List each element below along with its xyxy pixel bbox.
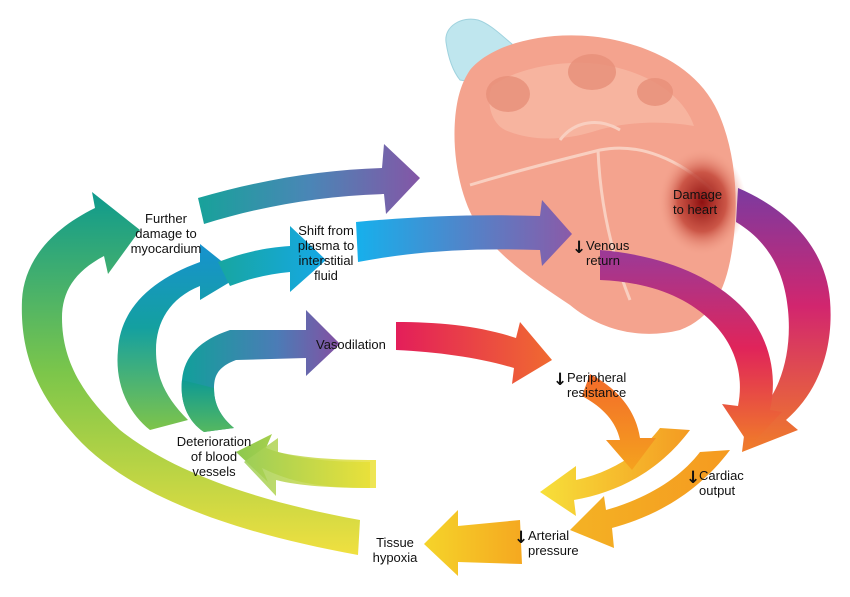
heart-vessel (558, 121, 621, 141)
arterial-arrow (424, 510, 522, 576)
label-further-damage: Further damage to myocardium (130, 211, 202, 256)
shift-arrow-left (218, 226, 326, 292)
decrease-arrow-cardiac: ↓ (686, 468, 701, 488)
label-peripheral-resistance: Peripheral resistance (567, 370, 627, 400)
heart-valve-mid (568, 54, 616, 90)
peripheral-arrow (582, 374, 656, 470)
aorta-vessel (445, 18, 513, 85)
label-tissue-hypoxia: Tissue hypoxia (372, 535, 418, 565)
decrease-arrow-peripheral: ↓ (553, 370, 568, 390)
heart-septum-2 (596, 149, 632, 301)
label-cardiac-output: Cardiac output (699, 468, 744, 498)
vasodilation-right-arrow (396, 322, 552, 384)
label-arterial-pressure: Arterial pressure (528, 528, 579, 558)
label-deterioration-of-blood-vessels: Deterioration of blood vessels (176, 434, 252, 479)
venous-right-band (600, 250, 782, 446)
heart-valve-right (637, 78, 673, 106)
cardiac-output-arrow (570, 450, 730, 548)
label-damage-to-heart: Damage to heart (673, 187, 723, 217)
inner-left-tail (181, 380, 234, 432)
middle-loop-arrows (117, 200, 782, 516)
middle-left-band (117, 244, 240, 430)
deterioration-bottom-band (244, 438, 376, 496)
shift-arrow-right (356, 200, 572, 266)
outer-right-band (736, 188, 831, 452)
bottom-middle-band (540, 428, 690, 516)
decrease-arrow-arterial: ↓ (514, 528, 529, 548)
inner-loop-arrows (181, 310, 656, 496)
heart-valve-left (486, 76, 530, 112)
label-venous-return: Venous return (586, 238, 630, 268)
inner-left-band (181, 310, 340, 432)
heart-illustration (445, 18, 746, 334)
damage-area (658, 148, 746, 256)
decrease-arrow-venous: ↓ (572, 238, 587, 258)
label-vasodilation: Vasodilation (316, 337, 386, 352)
label-shift-from-plasma: Shift from plasma to interstitial fluid (297, 223, 355, 283)
further-damage-arrow (198, 144, 420, 224)
outer-left-band (21, 192, 361, 555)
